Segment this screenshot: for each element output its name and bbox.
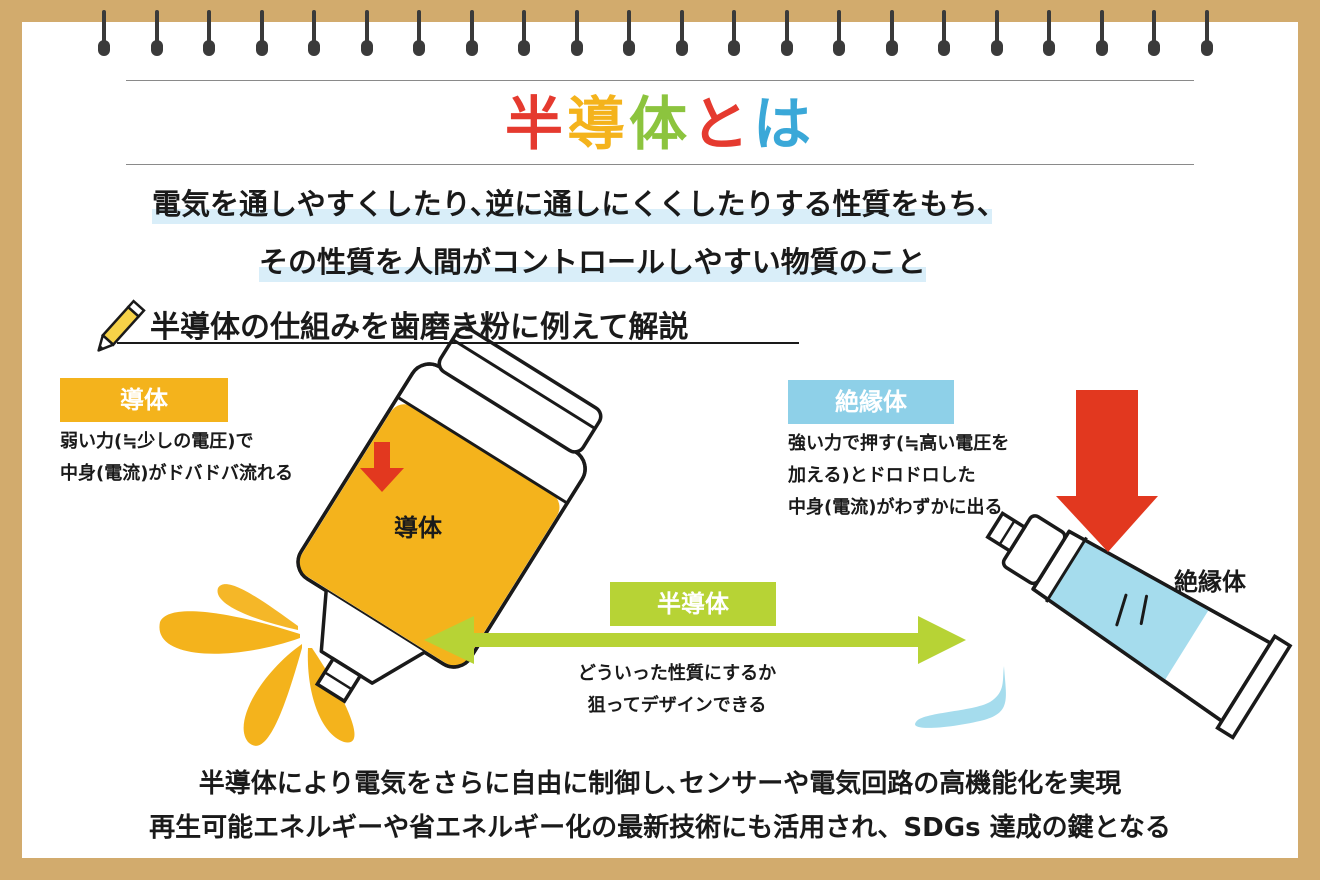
notebook-page: 半導体とは 電気を通しやすくしたり､逆に通しにくくしたりする性質をもち､ その性… (22, 10, 1298, 858)
insulator-drip (915, 666, 1006, 728)
binder-ring (98, 10, 110, 58)
conductor-tag: 導体 (60, 378, 228, 422)
binder-ring (1095, 10, 1108, 58)
title-char: と (691, 90, 754, 158)
binder-ring (518, 10, 530, 58)
binder-ring (1148, 10, 1160, 58)
binder-ring (623, 10, 635, 58)
conductor-note-line-2: 中身(電流)がドバドバ流れる (60, 463, 293, 484)
semiconductor-tag: 半導体 (610, 582, 776, 626)
subheading: 半導体の仕組みを歯磨き粉に例えて解説 (150, 310, 689, 345)
page-title: 半導体とは (22, 88, 1298, 160)
summary-line-1: 半導体により電気をさらに自由に制御し､センサーや電気回路の高機能化を実現 (198, 769, 1122, 799)
binder-ring (1200, 10, 1213, 58)
binder-ring (308, 10, 320, 58)
binder-ring (413, 10, 425, 58)
binder-ring (203, 10, 215, 58)
binder-ring (990, 10, 1003, 58)
light-press-arrow (360, 442, 404, 492)
semiconductor-caption-line-2: 狙ってデザインできる (587, 695, 767, 716)
binder-ring (833, 10, 845, 58)
title-char: は (753, 90, 816, 158)
strong-press-arrow (1056, 390, 1158, 552)
binder-ring (255, 10, 268, 58)
semiconductor-double-arrow (424, 616, 966, 664)
insulator-tube-label: 絶縁体 (1174, 568, 1247, 596)
binder-ring (885, 10, 898, 58)
title-char: 導 (566, 90, 629, 158)
binder-ring (675, 10, 688, 58)
definition-line-1: 電気を通しやすくしたり､逆に通しにくくしたりする性質をもち､ (152, 184, 993, 224)
conductor-note-line-1: 弱い力(≒少しの電圧)で (60, 431, 254, 452)
insulator-note-line-2: 加える)とドロドロした (788, 465, 976, 486)
insulator-note-line-1: 強い力で押す(≒高い電圧を (788, 433, 1010, 454)
title-rule-bottom (126, 164, 1194, 165)
insulator-note-line-3: 中身(電流)がわずかに出る (788, 497, 1003, 518)
binder-ring (360, 10, 373, 58)
illustration: 導体 絶縁体 (97, 299, 1293, 746)
conductor-splash (159, 584, 355, 746)
title-char: 体 (628, 90, 691, 158)
binder-ring (570, 10, 583, 58)
binder-ring (465, 10, 478, 58)
conductor-tube-label: 導体 (394, 514, 443, 542)
title-char: 半 (504, 90, 567, 158)
binder-ring (938, 10, 950, 58)
insulator-tag: 絶縁体 (788, 380, 954, 424)
definition-line-2: その性質を人間がコントロールしやすい物質のこと (259, 242, 926, 282)
pencil-icon (97, 299, 146, 352)
insulator-tube (985, 510, 1293, 740)
binder-ring (150, 10, 163, 58)
binder-ring (728, 10, 740, 58)
semiconductor-caption-line-1: どういった性質にするか (577, 663, 777, 684)
title-rule-top (126, 80, 1194, 81)
semiconductor-caption: どういった性質にするか 狙ってデザインできる (542, 658, 812, 722)
summary-line-2: 再生可能エネルギーや省エネルギー化の最新技術にも活用され、SDGs 達成の鍵とな… (149, 813, 1171, 843)
binder-ring (1043, 10, 1055, 58)
subheading-underline (117, 342, 799, 344)
binder-ring (780, 10, 793, 58)
